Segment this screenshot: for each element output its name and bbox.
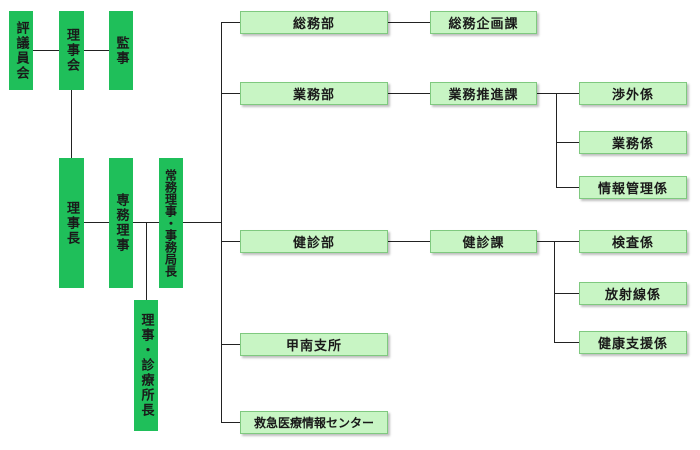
connector-health-radiology [554,293,579,294]
connector-health-support [554,342,579,343]
connector-trunk-health [221,241,241,242]
business-unit: 業務係 [579,131,687,154]
connector-trunk-emergency [221,422,241,423]
connector-board-auditor [84,50,110,51]
auditor-node: 監事 [109,11,133,90]
connector-trunk-business [221,93,241,94]
connector-clinic-stub [146,222,147,300]
connector-council-board [32,50,60,51]
managing-director-node: 専務理事 [109,158,133,288]
connector-health-inspection [554,241,579,242]
health-checkup-dept: 健診部 [240,230,388,253]
general-planning-section: 総務企画課 [430,11,537,34]
health-checkup-section: 健診課 [430,230,537,253]
business-dept: 業務部 [240,82,388,105]
konan-branch: 甲南支所 [240,333,388,356]
council-node: 評議員会 [9,11,33,90]
connector-health-section [388,241,430,242]
connector-general-planning [388,22,430,23]
connector-promotion-out [537,93,557,94]
connector-chairman-managing [84,222,110,223]
connector-promo-liaison [556,93,579,94]
connector-health-trunk [554,241,555,342]
connector-main-trunk [221,22,222,422]
board-node: 理事会 [59,11,84,90]
connector-trunk-konan [221,344,241,345]
liaison-unit: 渉外係 [579,82,687,105]
connector-business-promotion [388,93,430,94]
info-management-unit: 情報管理係 [579,176,687,199]
clinic-director-node: 理事・診療所長 [134,300,158,431]
connector-promo-info [556,187,579,188]
connector-executive-trunk [183,222,221,223]
radiology-unit: 放射線係 [579,282,687,305]
connector-trunk-general [221,22,241,23]
connector-board-chairman [71,90,72,158]
executive-director-node: 常務理事・事務局長 [159,158,183,288]
inspection-unit: 検査係 [579,230,687,253]
connector-health-out [537,241,555,242]
general-affairs-dept: 総務部 [240,11,388,34]
emergency-info-center: 救急医療情報センター [240,411,388,434]
health-support-unit: 健康支援係 [579,331,687,354]
connector-promo-business-section [556,142,579,143]
connector-promotion-trunk [556,93,557,187]
business-promotion-section: 業務推進課 [430,82,537,105]
chairman-node: 理事長 [59,158,84,288]
